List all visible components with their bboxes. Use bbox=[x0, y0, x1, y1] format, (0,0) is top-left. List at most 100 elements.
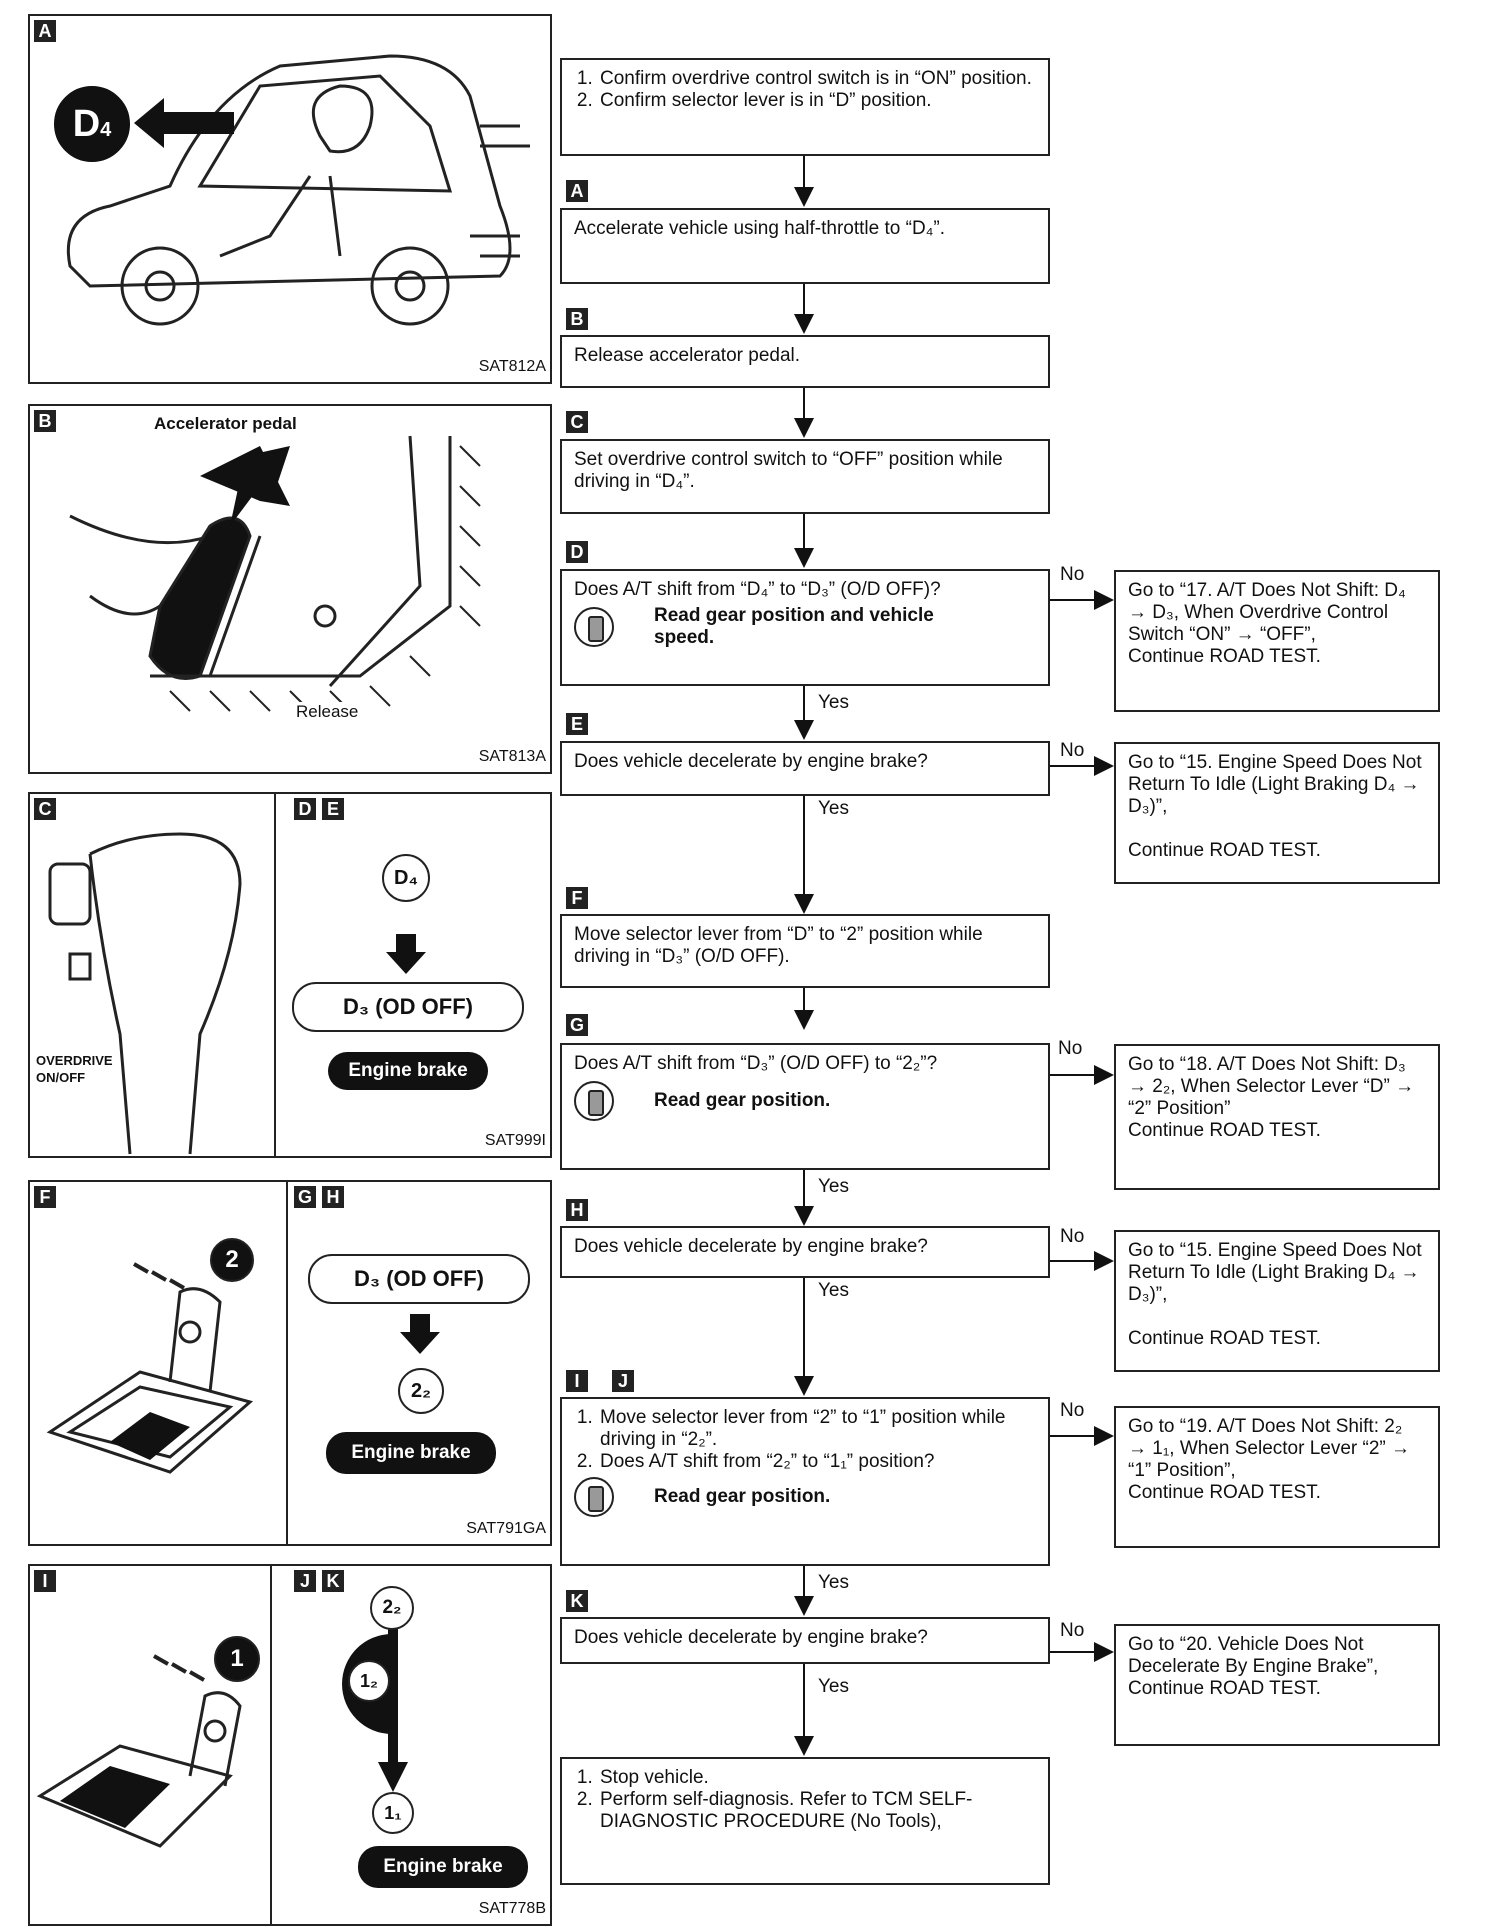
figure-code: SAT812A bbox=[478, 358, 546, 375]
step-e: Does vehicle decelerate by engine brake? bbox=[560, 741, 1050, 796]
step-g-instruction: Read gear position. bbox=[654, 1090, 831, 1111]
no-label: No bbox=[1060, 740, 1085, 761]
go-to-box-h: Go to “15. Engine Speed Does Not Return … bbox=[1114, 1230, 1440, 1372]
down-arrow-icon bbox=[400, 1314, 440, 1354]
go-to-text: Go to “15. Engine Speed Does Not Return … bbox=[1128, 752, 1422, 817]
no-label: No bbox=[1058, 1038, 1083, 1059]
panel-de: D E D₄ D₃ (OD OFF) Engine brake SAT999I bbox=[274, 792, 552, 1158]
continue-text: Continue ROAD TEST. bbox=[1128, 1328, 1321, 1349]
step-f: Move selector lever from “D” to “2” posi… bbox=[560, 914, 1050, 988]
continue-text: Continue ROAD TEST. bbox=[1128, 840, 1321, 861]
start-step: Confirm overdrive control switch is in “… bbox=[560, 58, 1050, 156]
figure-code: SAT813A bbox=[478, 748, 546, 765]
go-to-text: Go to “17. A/T Does Not Shift: D₄ → D₃, … bbox=[1128, 580, 1406, 645]
release-label: Release bbox=[296, 702, 359, 722]
selector-gate-illustration bbox=[36, 1654, 242, 1848]
go-to-text: Go to “15. Engine Speed Does Not Return … bbox=[1128, 1240, 1422, 1305]
step-b: Release accelerator pedal. bbox=[560, 335, 1050, 388]
step-ij-item: Does A/T shift from “2₂” to “1₁” positio… bbox=[598, 1451, 1036, 1473]
step-tag-g: G bbox=[566, 1014, 588, 1036]
step-k: Does vehicle decelerate by engine brake? bbox=[560, 1617, 1050, 1664]
end-step-item: Perform self-diagnosis. Refer to TCM SEL… bbox=[598, 1789, 1036, 1833]
step-tag-i: I bbox=[566, 1370, 588, 1392]
start-step-item: Confirm overdrive control switch is in “… bbox=[598, 68, 1036, 90]
no-label: No bbox=[1060, 1400, 1085, 1421]
figure-code: SAT999I bbox=[484, 1132, 546, 1149]
figure-code: SAT778B bbox=[478, 1900, 546, 1917]
panel-f: F 2 bbox=[28, 1180, 288, 1546]
go-to-text: Go to “20. Vehicle Does Not Decelerate B… bbox=[1128, 1634, 1379, 1677]
step-ij-item: Move selector lever from “2” to “1” posi… bbox=[598, 1407, 1036, 1451]
go-to-text: Go to “18. A/T Does Not Shift: D₃ → 2₂, … bbox=[1128, 1054, 1415, 1119]
panel-tag: H bbox=[322, 1186, 344, 1208]
panel-tag: A bbox=[34, 20, 56, 42]
overdrive-switch-label: OVERDRIVE ON/OFF bbox=[36, 1053, 113, 1085]
no-label: No bbox=[1060, 1620, 1085, 1641]
engine-brake-pill: Engine brake bbox=[328, 1052, 488, 1090]
panel-tag: J bbox=[294, 1570, 316, 1592]
selector-gate-illustration bbox=[46, 1262, 254, 1474]
go-to-box-e: Go to “15. Engine Speed Does Not Return … bbox=[1114, 742, 1440, 884]
panel-b: B Accelerator pedal Release SAT813A bbox=[28, 404, 552, 774]
yes-label: Yes bbox=[818, 798, 849, 819]
go-to-box-d: Go to “17. A/T Does Not Shift: D₄ → D₃, … bbox=[1114, 570, 1440, 712]
yes-label: Yes bbox=[818, 1280, 849, 1301]
go-to-box-g: Go to “18. A/T Does Not Shift: D₃ → 2₂, … bbox=[1114, 1044, 1440, 1190]
step-c: Set overdrive control switch to “OFF” po… bbox=[560, 439, 1050, 514]
panel-tag: E bbox=[322, 798, 344, 820]
step-tag-h: H bbox=[566, 1199, 588, 1221]
step-ij: Move selector lever from “2” to “1” posi… bbox=[560, 1397, 1050, 1566]
step-tag-j: J bbox=[612, 1370, 634, 1392]
position-12-circle: 1₂ bbox=[348, 1660, 390, 1702]
step-a: Accelerate vehicle using half-throttle t… bbox=[560, 208, 1050, 284]
engine-brake-pill: Engine brake bbox=[358, 1846, 528, 1888]
go-to-text: Go to “19. A/T Does Not Shift: 2₂ → 1₁, … bbox=[1128, 1416, 1411, 1481]
accelerator-pedal-label: Accelerator pedal bbox=[154, 414, 297, 433]
consult-icon bbox=[574, 1477, 614, 1517]
figure-code: SAT791GA bbox=[466, 1520, 546, 1537]
continue-text: Continue ROAD TEST. bbox=[1128, 646, 1321, 667]
panel-i: I 1 bbox=[28, 1564, 272, 1926]
panel-tag: I bbox=[34, 1570, 56, 1592]
yes-label: Yes bbox=[818, 1572, 849, 1593]
step-tag-f: F bbox=[566, 887, 588, 909]
step-tag-e: E bbox=[566, 713, 588, 735]
d4-position-circle: D₄ bbox=[382, 854, 430, 902]
step-tag-c: C bbox=[566, 411, 588, 433]
no-label: No bbox=[1060, 564, 1085, 585]
step-h: Does vehicle decelerate by engine brake? bbox=[560, 1226, 1050, 1278]
step-tag-a: A bbox=[566, 180, 588, 202]
down-arrow-icon bbox=[386, 934, 426, 974]
yes-label: Yes bbox=[818, 692, 849, 713]
end-step-item: Stop vehicle. bbox=[598, 1767, 1036, 1789]
step-g-question: Does A/T shift from “D₃” (O/D OFF) to “2… bbox=[574, 1053, 938, 1074]
continue-text: Continue ROAD TEST. bbox=[1128, 1678, 1321, 1699]
engine-brake-pill: Engine brake bbox=[326, 1432, 496, 1474]
go-to-box-k: Go to “20. Vehicle Does Not Decelerate B… bbox=[1114, 1624, 1440, 1746]
continue-text: Continue ROAD TEST. bbox=[1128, 1482, 1321, 1503]
end-step: Stop vehicle. Perform self-diagnosis. Re… bbox=[560, 1757, 1050, 1885]
no-label: No bbox=[1060, 1226, 1085, 1247]
left-arrow-icon bbox=[134, 98, 234, 148]
position-2-circle: 2 bbox=[210, 1238, 254, 1282]
d3-od-off-pill: D₃ (OD OFF) bbox=[292, 982, 524, 1032]
continue-text: Continue ROAD TEST. bbox=[1128, 1120, 1321, 1141]
panel-c: C OVERDRIVE ON/OFF bbox=[28, 792, 276, 1158]
d4-circle: D4 bbox=[54, 86, 130, 162]
yes-label: Yes bbox=[818, 1676, 849, 1697]
yes-label: Yes bbox=[818, 1176, 849, 1197]
accelerator-pedal-illustration bbox=[69, 435, 481, 712]
shift-lever-illustration bbox=[48, 832, 242, 1155]
position-11-circle: 1₁ bbox=[372, 1792, 414, 1834]
panel-tag: B bbox=[34, 410, 56, 432]
step-tag-k: K bbox=[566, 1590, 588, 1612]
step-g: Does A/T shift from “D₃” (O/D OFF) to “2… bbox=[560, 1043, 1050, 1170]
start-step-item: Confirm selector lever is in “D” positio… bbox=[598, 90, 1036, 112]
d3-od-off-pill: D₃ (OD OFF) bbox=[308, 1254, 530, 1304]
step-tag-d: D bbox=[566, 541, 588, 563]
panel-gh: G H D₃ (OD OFF) 2₂ Engine brake SAT791GA bbox=[286, 1180, 552, 1546]
step-ij-instruction: Read gear position. bbox=[654, 1486, 831, 1507]
panel-jk: J K 2₂ 1₂ 1₁ Engine brake SAT778B bbox=[270, 1564, 552, 1926]
car-driver-illustration bbox=[66, 54, 530, 326]
